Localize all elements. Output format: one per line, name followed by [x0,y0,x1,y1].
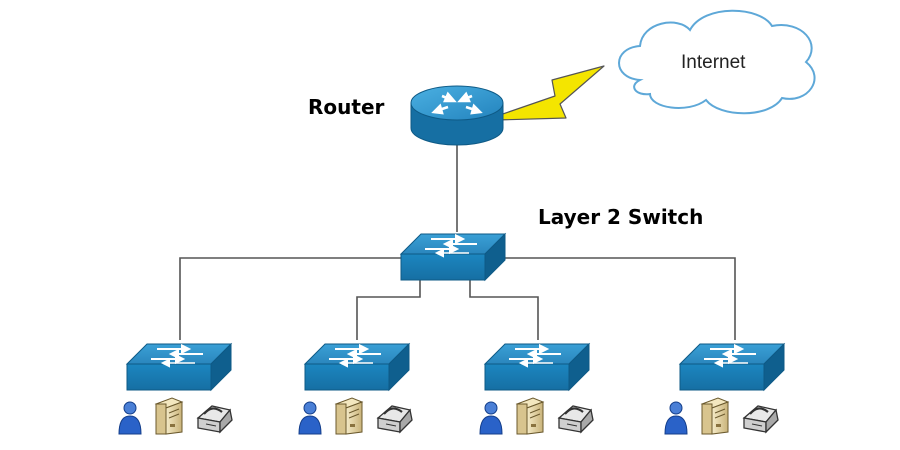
printer-icon [742,404,780,434]
end-devices-2 [298,397,414,435]
access-switch-3 [484,343,590,391]
switch-icon [126,343,232,391]
printer-icon [196,404,234,434]
user-icon [664,401,688,435]
user-icon [479,401,503,435]
printer-icon [557,404,595,434]
server-icon [701,397,729,435]
access-switch-4 [679,343,785,391]
access-switch-2 [304,343,410,391]
switch-icon [304,343,410,391]
cloud-icon [618,9,816,115]
serial-link-icon [493,65,605,121]
links [179,145,736,340]
user-icon [118,401,142,435]
core-to-switch-3-link [469,280,539,340]
router-icon [410,85,504,146]
core-switch-icon [400,233,506,281]
core-to-switch-2-link [356,280,421,340]
user-icon [298,401,322,435]
core-to-switch-1-link [179,257,401,340]
router-label: Router [308,95,385,119]
end-devices-1 [118,397,234,435]
core-to-switch-4-link [505,257,736,340]
server-icon [155,397,183,435]
printer-icon [376,404,414,434]
switch-icon [484,343,590,391]
internet-label: Internet [681,52,746,73]
end-devices-3 [479,397,595,435]
end-devices-4 [664,397,780,435]
access-switch-1 [126,343,232,391]
server-icon [516,397,544,435]
server-icon [335,397,363,435]
core-switch-label: Layer 2 Switch [538,205,704,229]
switch-icon [679,343,785,391]
